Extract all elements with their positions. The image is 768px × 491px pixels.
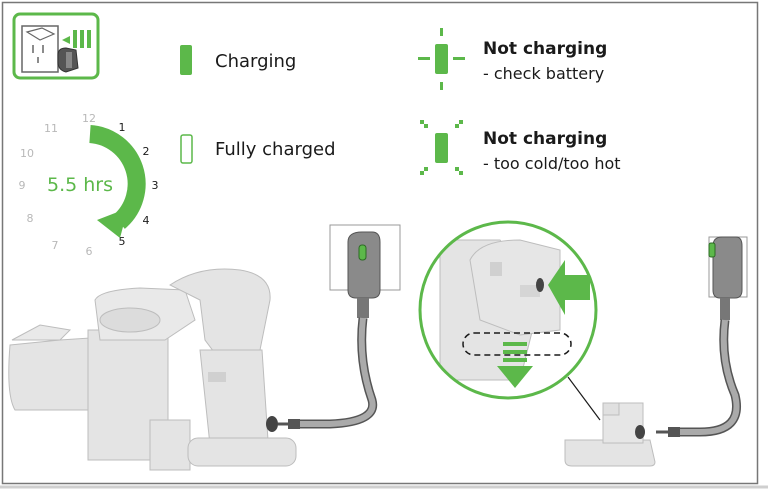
clock-hour-numbers: 12 1 2 3 4 5 6 7 8 9 10 11: [19, 112, 159, 258]
not-charging-temp-desc: - too cold/too hot: [483, 154, 621, 173]
hour-12: 12: [82, 112, 96, 125]
charge-duration-label: 5.5 hrs: [47, 174, 113, 196]
fully-charged-light-icon: [180, 134, 193, 164]
hour-6: 6: [86, 245, 93, 258]
charger-light-icon: [358, 244, 367, 261]
diagram-frame: [1, 1, 759, 485]
not-charging-battery-title: Not charging: [483, 39, 607, 59]
legend-charging-label: Charging: [215, 51, 296, 72]
release-down-arrow-icon: [497, 342, 533, 388]
charging-light-icon: [180, 45, 192, 75]
not-charging-temp-title: Not charging: [483, 129, 607, 149]
not-charging-battery-desc: - check battery: [483, 64, 604, 83]
flashing-light-diagonal-icon: [420, 120, 463, 175]
hour-4: 4: [143, 214, 150, 227]
charge-duration-arc: [88, 125, 146, 229]
push-arrow-icon: [548, 260, 590, 315]
hour-5: 5: [119, 235, 126, 248]
arc-arrow-head: [97, 208, 128, 238]
legend-not-charging-temp: Not charging - too cold/too hot: [420, 120, 621, 175]
hour-9: 9: [19, 179, 26, 192]
legend-not-charging-battery: Not charging - check battery: [418, 28, 607, 90]
hour-10: 10: [20, 147, 34, 160]
hour-2: 2: [143, 145, 150, 158]
battery-pack-right: [564, 402, 656, 467]
charging-port: [266, 416, 278, 432]
vacuum-handheld: [8, 268, 297, 471]
legend-fully-charged: Fully charged: [180, 134, 336, 164]
hour-11: 11: [44, 122, 58, 135]
hour-3: 3: [152, 179, 159, 192]
hour-1: 1: [119, 121, 126, 134]
legend-fully-charged-label: Fully charged: [215, 139, 336, 160]
hour-7: 7: [52, 239, 59, 252]
zoom-pointer-line: [567, 376, 601, 421]
battery-release-button-outline: [462, 332, 572, 356]
plug-socket-icon: [12, 12, 100, 80]
wall-charger-left: [278, 224, 401, 429]
legend-charging: Charging: [180, 45, 296, 75]
charge-time-clock: 12 1 2 3 4 5 6 7 8 9 10 11 5.5 hrs: [19, 112, 159, 258]
battery-release-zoom: [418, 220, 601, 421]
hour-8: 8: [27, 212, 34, 225]
flashing-light-icon: [418, 28, 465, 90]
wall-charger-right: [656, 236, 748, 437]
